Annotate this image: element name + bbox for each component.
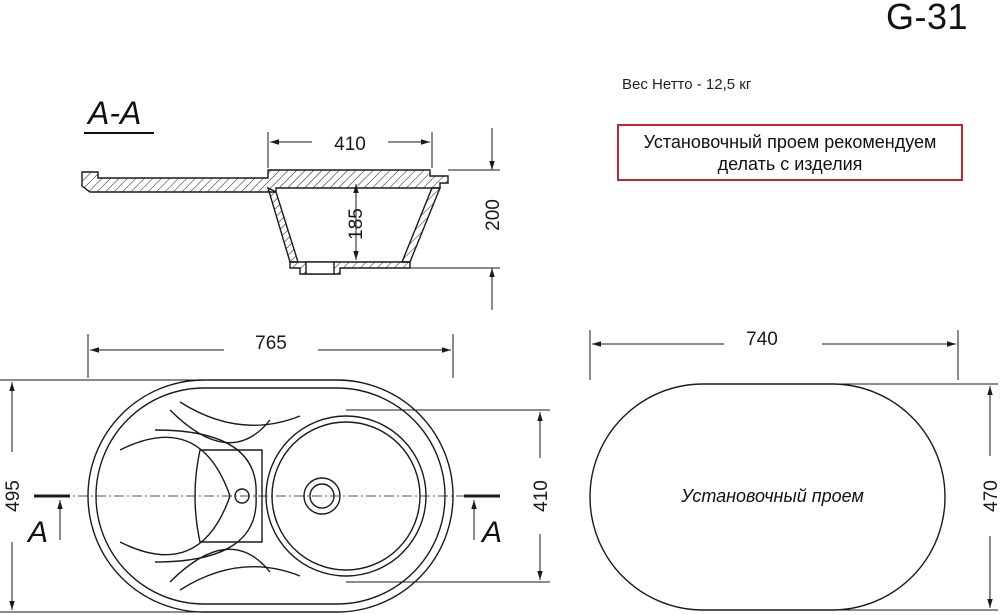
dim-top-495-text: 495 [3, 480, 24, 512]
model-code: G-31 [886, 0, 969, 37]
dim-section-185-text: 185 [346, 208, 367, 240]
section-bowl-wall-right [400, 187, 442, 263]
section-drain [305, 261, 335, 275]
section-view [81, 169, 449, 275]
mounting-note-box: Установочный проем рекомендуем делать с … [617, 124, 963, 181]
section-label: A-A [88, 95, 142, 131]
cut-label-left: A [28, 516, 49, 549]
dim-top-765-text: 765 [255, 333, 287, 354]
section-bowl-wall-left [266, 186, 299, 263]
cut-label-right: A [482, 516, 503, 549]
cut-marker-right [464, 494, 500, 540]
dim-section-410-text: 410 [334, 134, 366, 155]
small-basin [194, 449, 263, 543]
dim-cutout-740-text: 740 [746, 329, 778, 350]
dim-section-200-text: 200 [483, 199, 504, 231]
dim-cutout-470-text: 470 [981, 480, 1000, 512]
drainboard-arc-6 [154, 429, 257, 563]
drainboard-arc-2 [179, 566, 301, 591]
dim-section-410 [267, 132, 433, 168]
dim-section-200 [410, 128, 500, 310]
dim-top-410-text: 410 [531, 480, 552, 512]
cutout-outline [589, 383, 946, 611]
drainboard-arc-1 [179, 401, 301, 426]
dim-top-765 [87, 334, 454, 378]
cut-marker-left [34, 494, 70, 540]
dim-cutout-740 [589, 330, 959, 380]
net-weight-text: Вес Нетто - 12,5 кг [622, 76, 752, 93]
section-label-underline [84, 132, 154, 134]
dim-cutout-470 [810, 383, 998, 611]
drainboard-arc-4 [169, 548, 271, 583]
dim-top-410 [346, 409, 550, 583]
cutout-label: Установочный проем [681, 486, 864, 506]
dim-top-495 [0, 379, 200, 613]
drainboard-arc-3 [169, 409, 271, 444]
mounting-note-line1: Установочный проем рекомендуем [643, 132, 937, 152]
section-rim [81, 169, 449, 193]
mounting-note-line2: делать с изделия [717, 154, 863, 174]
